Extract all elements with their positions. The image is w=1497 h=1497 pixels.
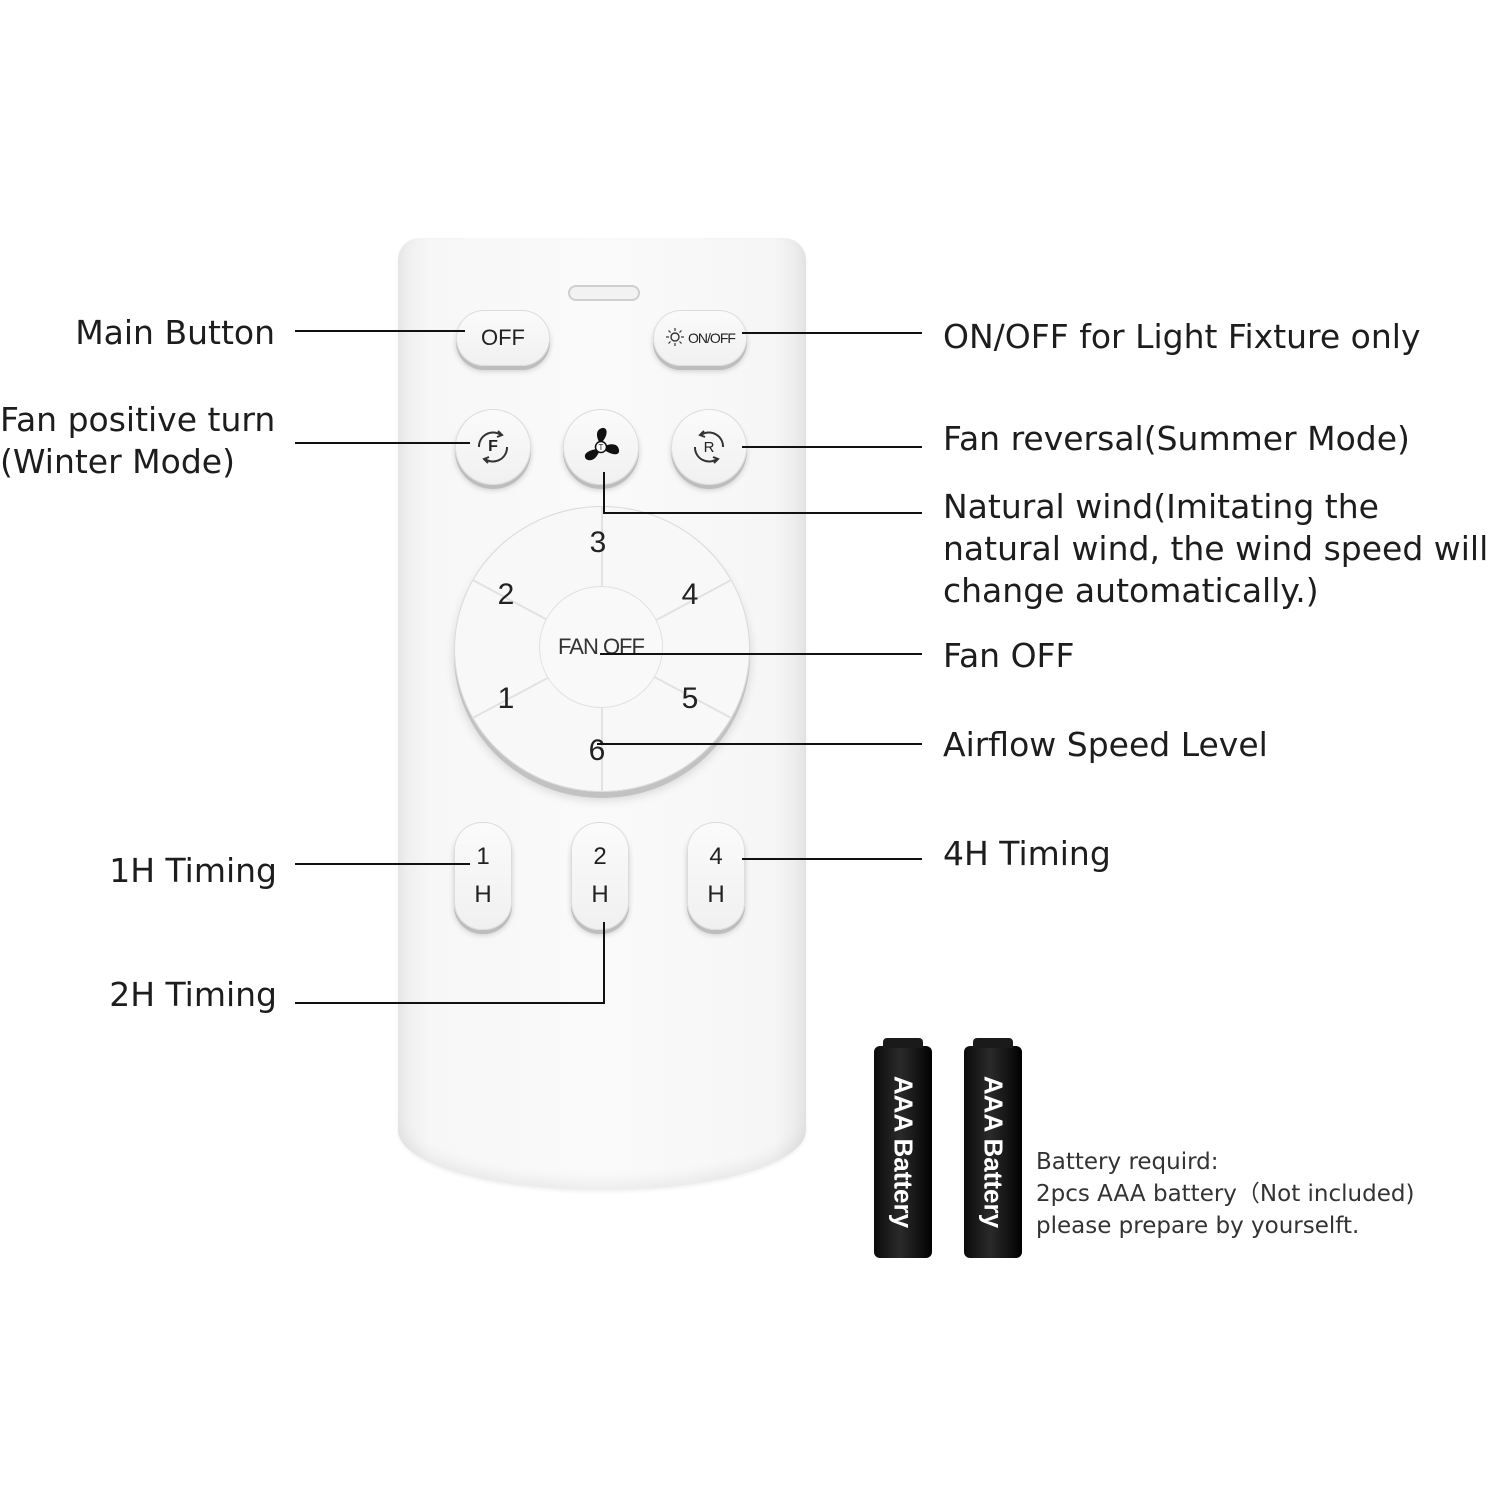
label-airflow: Airflow Speed Level	[943, 725, 1268, 764]
fan-forward-button[interactable]: F	[455, 409, 531, 485]
off-button-label: OFF	[481, 325, 525, 350]
label-1h-timing: 1H Timing	[109, 851, 277, 890]
battery-2-cap	[973, 1038, 1013, 1048]
leader-natural-wind-h	[603, 512, 922, 514]
rotate-reverse-icon: R	[687, 425, 731, 469]
battery-note-line2: 2pcs AAA battery（Not included)	[1036, 1181, 1415, 1207]
label-natural-wind: Natural wind(Imitating the natural wind,…	[943, 487, 1489, 610]
timer-1h-button[interactable]: 1 H	[454, 822, 512, 930]
timer-2h-unit: H	[591, 881, 609, 908]
leader-main-button	[295, 330, 465, 332]
label-4h-timing: 4H Timing	[943, 834, 1111, 873]
timer-4h-button[interactable]: 4 H	[687, 822, 745, 930]
natural-label: T	[598, 442, 604, 452]
label-2h-timing: 2H Timing	[109, 975, 277, 1014]
speed-4-button[interactable]: 4	[681, 578, 699, 611]
label-main-button: Main Button	[75, 313, 275, 352]
battery-note-line1: Battery requird:	[1036, 1149, 1219, 1175]
speed-6-button[interactable]: 6	[588, 734, 606, 767]
aaa-battery-2: AAA Battery	[964, 1038, 1022, 1258]
fan-icon: T	[578, 424, 624, 470]
leader-2h-v	[603, 922, 605, 1004]
timer-4h-unit: H	[707, 881, 725, 908]
battery-note: Battery requird: 2pcs AAA battery（Not in…	[1036, 1146, 1414, 1242]
label-fan-off: Fan OFF	[943, 636, 1075, 675]
forward-label: F	[488, 438, 498, 455]
bulb-icon	[665, 327, 685, 350]
leader-fan-positive	[295, 442, 470, 444]
timer-1h-unit: H	[474, 881, 492, 908]
off-button[interactable]: OFF	[456, 310, 550, 366]
timer-1h-number: 1	[476, 843, 490, 870]
timer-2h-button[interactable]: 2 H	[571, 822, 629, 930]
light-onoff-button[interactable]: ON/OFF	[653, 310, 747, 366]
ir-window	[568, 285, 640, 301]
battery-1-cap	[883, 1038, 923, 1048]
battery-2-label: AAA Battery	[978, 1075, 1009, 1229]
leader-natural-wind-v	[603, 472, 605, 514]
rotate-forward-icon: F	[471, 425, 515, 469]
fan-off-label: FAN OFF	[558, 634, 645, 659]
label-fan-positive: Fan positive turn (Winter Mode)	[0, 400, 276, 481]
timer-2h-number: 2	[593, 843, 607, 870]
reverse-label: R	[703, 438, 715, 456]
leader-1h	[295, 863, 470, 865]
leader-4h	[742, 858, 922, 860]
fan-off-button[interactable]: FAN OFF	[539, 586, 663, 708]
leader-light-onoff	[742, 332, 922, 334]
aaa-battery-1: AAA Battery	[874, 1038, 932, 1258]
label-light-onoff: ON/OFF for Light Fixture only	[943, 317, 1421, 356]
fan-reverse-button[interactable]: R	[671, 409, 747, 485]
leader-fan-off	[600, 653, 922, 655]
leader-2h-h	[295, 1002, 605, 1004]
leader-airflow	[597, 743, 922, 745]
leader-fan-reversal	[742, 446, 922, 448]
speed-5-button[interactable]: 5	[681, 682, 699, 715]
battery-note-line3: please prepare by yourselft.	[1036, 1213, 1360, 1239]
speed-3-button[interactable]: 3	[589, 526, 607, 559]
timer-4h-number: 4	[709, 843, 723, 870]
speed-2-button[interactable]: 2	[497, 578, 515, 611]
natural-wind-button[interactable]: T	[563, 409, 639, 485]
label-fan-reversal: Fan reversal(Summer Mode)	[943, 419, 1410, 458]
speed-1-button[interactable]: 1	[497, 682, 515, 715]
battery-1-label: AAA Battery	[888, 1075, 919, 1229]
light-onoff-label: ON/OFF	[688, 330, 736, 346]
